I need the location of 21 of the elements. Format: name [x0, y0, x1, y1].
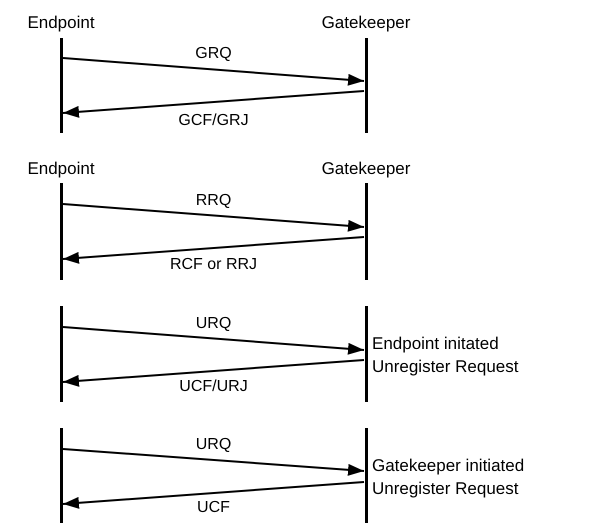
message-arrow [62, 359, 364, 387]
message-arrow [62, 236, 364, 264]
edge-label: URQ [194, 315, 234, 333]
participant-label: Gatekeeper [320, 13, 412, 33]
message-arrow [62, 57, 364, 86]
message-arrow [62, 481, 364, 509]
lifeline [364, 428, 368, 523]
lifeline [60, 306, 62, 402]
lifeline [364, 306, 368, 402]
lifeline [60, 428, 62, 523]
edge-label: URQ [194, 436, 234, 454]
participant-label: Endpoint [26, 159, 96, 179]
edge-label: GRQ [193, 45, 234, 63]
note-text: Gatekeeper initiated Unregister Request [372, 455, 526, 500]
message-arrow [62, 203, 364, 232]
participant-label: Gatekeeper [320, 159, 412, 179]
message-arrow [62, 326, 364, 355]
message-arrow [62, 448, 364, 476]
participant-label: Endpoint [26, 13, 96, 33]
note-text: Endpoint initated Unregister Request [372, 333, 520, 378]
message-arrow [62, 90, 364, 118]
